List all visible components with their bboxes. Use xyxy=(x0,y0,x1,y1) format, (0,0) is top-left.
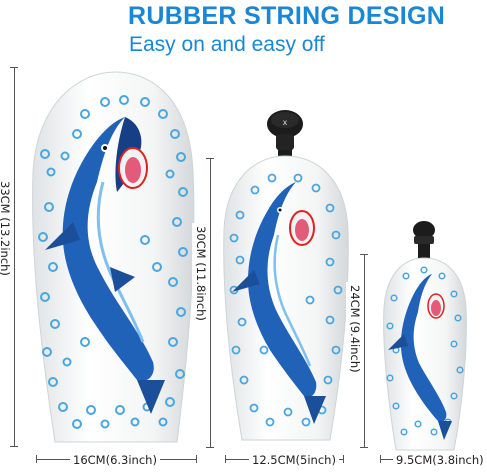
bubble-ring-icon xyxy=(38,95,188,429)
hybrid-height-line xyxy=(364,254,365,448)
driver-headcover xyxy=(32,71,195,443)
hybrid-headcover xyxy=(383,221,467,451)
hybrid-height-label: 24CM (9.4inch) xyxy=(348,285,362,373)
fairway-width-label: 12.5CM(5inch) xyxy=(249,453,339,467)
fairway-height-line xyxy=(210,158,211,448)
headline: RUBBER STRING DESIGN xyxy=(128,2,446,30)
fairway-headcover: x xyxy=(223,110,349,441)
driver-width-label: 16CM(6.3inch) xyxy=(70,453,160,467)
subheadline: Easy on and easy off xyxy=(129,33,325,56)
shark-embroidery-icon xyxy=(45,117,165,414)
toggle-clip-icon: x xyxy=(267,110,303,174)
driver-height-line xyxy=(14,67,15,447)
hybrid-width-label: 9.5CM(3.8inch) xyxy=(393,453,487,467)
driver-height-label: 33CM (13.2inch) xyxy=(0,181,12,276)
fairway-height-label: 30CM (11.8inch) xyxy=(194,226,208,321)
svg-text:x: x xyxy=(283,118,288,127)
